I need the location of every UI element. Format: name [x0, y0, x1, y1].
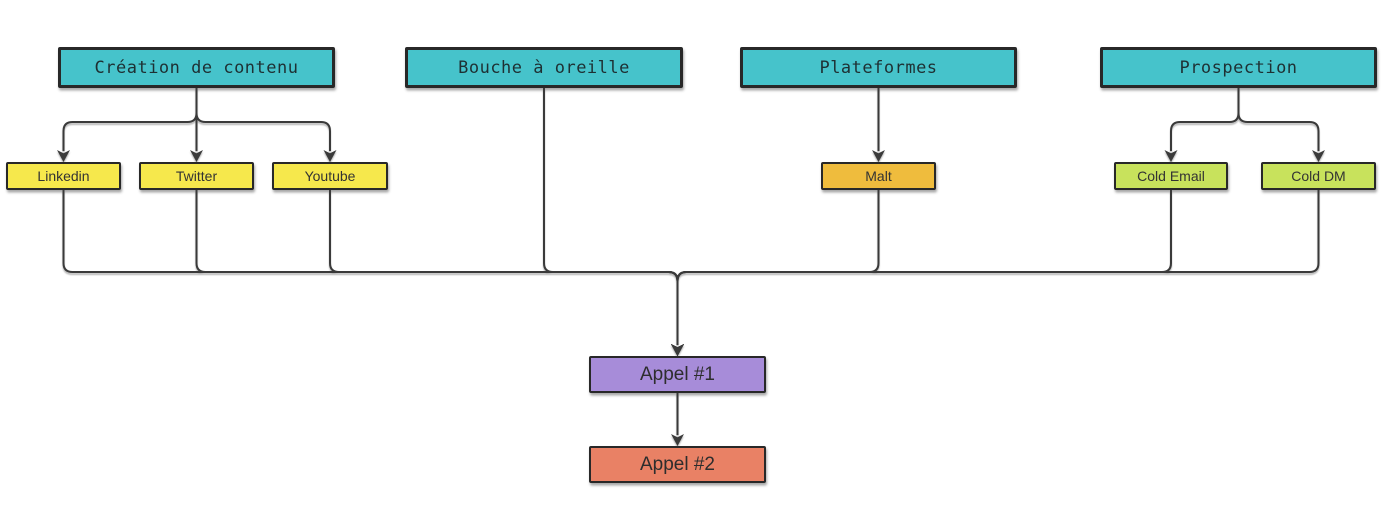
node-youtube: Youtube: [272, 162, 388, 190]
node-malt: Malt: [821, 162, 936, 190]
node-twitter: Twitter: [139, 162, 254, 190]
node-cold-dm: Cold DM: [1261, 162, 1376, 190]
node-label: Appel #2: [639, 453, 715, 475]
node-label: Cold DM: [1291, 168, 1346, 184]
node-appel-2: Appel #2: [589, 446, 766, 483]
node-label: Cold Email: [1137, 168, 1205, 184]
edge-linkedin-appel1: [62, 190, 684, 356]
node-label: Plateformes: [819, 57, 938, 78]
edge-malt-appel1: [671, 190, 880, 356]
node-label: Youtube: [304, 168, 356, 184]
node-plateformes: Plateformes: [740, 47, 1017, 88]
edge-twitter-appel1: [195, 190, 684, 356]
node-label: Malt: [865, 168, 892, 184]
node-label: Bouche à oreille: [458, 57, 630, 78]
edge-prospection-cold-email: [1164, 88, 1240, 162]
edge-youtube-appel1: [329, 190, 684, 356]
node-prospection: Prospection: [1100, 47, 1377, 88]
edge-creation-linkedin: [57, 88, 198, 162]
edge-prospection-cold-dm: [1237, 88, 1325, 162]
node-label: Prospection: [1179, 57, 1298, 78]
edge-cold-email-appel1: [671, 190, 1172, 356]
node-creation-de-contenu: Création de contenu: [58, 47, 335, 88]
edge-cold-dm-appel1: [671, 190, 1320, 356]
node-linkedin: Linkedin: [6, 162, 121, 190]
edge-creation-youtube: [195, 88, 337, 162]
edge-bouche-appel1: [543, 88, 684, 356]
node-bouche-a-oreille: Bouche à oreille: [405, 47, 683, 88]
node-label: Appel #1: [639, 363, 715, 385]
node-label: Création de contenu: [94, 57, 299, 78]
node-cold-email: Cold Email: [1114, 162, 1228, 190]
node-label: Linkedin: [37, 168, 90, 184]
node-appel-1: Appel #1: [589, 356, 766, 393]
node-label: Twitter: [175, 168, 218, 184]
